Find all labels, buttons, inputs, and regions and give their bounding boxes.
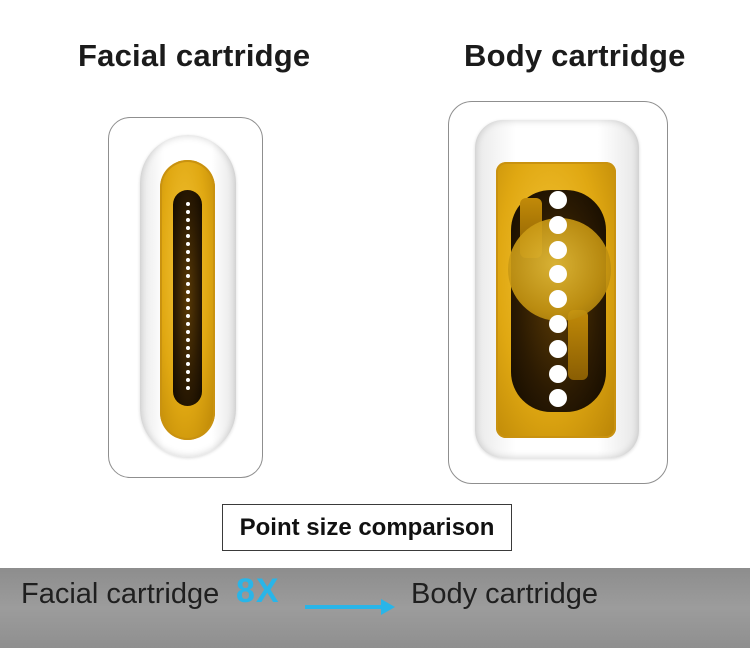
body-comparison-dot [471, 0, 490, 19]
facial-point-dot [186, 346, 190, 350]
facial-comparison-dot [232, 0, 238, 5]
body-point-dot [549, 339, 567, 358]
body-point-dot [549, 265, 567, 284]
facial-point-dot [186, 330, 190, 334]
facial-comparison-dot [144, 0, 150, 5]
body-comparison-dot [451, 0, 470, 19]
facial-comparison-dot [267, 0, 273, 5]
facial-comparison-dot [109, 0, 115, 5]
facial-point-dot [186, 290, 190, 294]
facial-comparison-dot [91, 0, 97, 5]
comparison-facial-label: Facial cartridge [21, 578, 220, 610]
body-comparison-dot [571, 0, 590, 19]
body-point-dot [549, 191, 567, 209]
body-comparison-dot [491, 0, 510, 19]
body-comparison-dot [611, 0, 630, 19]
body-comparison-dot [631, 0, 650, 19]
facial-point-dot [186, 266, 190, 270]
body-point-dot [549, 290, 567, 309]
body-cartridge-inner-bar-bottom [568, 310, 588, 380]
body-point-dot [549, 215, 567, 234]
title-body-cartridge: Body cartridge [464, 38, 686, 73]
facial-point-dot [186, 282, 190, 286]
facial-point-dot [186, 242, 190, 246]
facial-point-dot [186, 298, 190, 302]
facial-comparison-dot [127, 0, 132, 5]
facial-point-dot [186, 234, 190, 238]
facial-comparison-dot [215, 0, 220, 5]
facial-point-dot [186, 274, 190, 278]
facial-point-dot [186, 386, 190, 390]
facial-point-dot [186, 338, 190, 342]
point-size-caption: Point size comparison [222, 504, 512, 551]
comparison-body-label: Body cartridge [411, 578, 598, 610]
facial-comparison-dot [162, 0, 168, 5]
facial-point-dot [186, 218, 190, 222]
facial-point-dot [186, 250, 190, 254]
facial-comparison-dot [56, 0, 62, 5]
facial-point-dot [186, 306, 190, 310]
arrow-right-icon [305, 599, 395, 615]
point-size-caption-text: Point size comparison [239, 513, 495, 541]
comparison-multiplier: 8X [236, 572, 280, 610]
facial-point-dot [186, 322, 190, 326]
body-comparison-dot [591, 0, 610, 19]
body-point-dot [549, 389, 567, 408]
title-facial-cartridge: Facial cartridge [78, 38, 311, 73]
facial-comparison-dot [179, 0, 185, 5]
body-comparison-dot [531, 0, 550, 19]
facial-comparison-dot [197, 0, 203, 5]
facial-point-dot [186, 210, 190, 214]
facial-point-dot [186, 378, 190, 382]
body-comparison-dot [551, 0, 570, 19]
facial-comparison-dot [250, 0, 256, 5]
body-comparison-dot [431, 0, 450, 19]
facial-point-dot [186, 362, 190, 366]
facial-comparison-dot [74, 0, 80, 5]
body-comparison-dot [411, 0, 430, 19]
facial-point-dot [186, 370, 190, 374]
body-comparison-dot [511, 0, 530, 19]
body-point-dot [549, 240, 567, 259]
facial-point-dot [186, 226, 190, 230]
facial-point-dot [186, 314, 190, 318]
body-point-dot [549, 315, 567, 333]
body-point-dot [549, 364, 567, 383]
facial-point-dot [186, 354, 190, 358]
facial-comparison-dot [39, 0, 44, 5]
facial-point-dot [186, 202, 190, 206]
facial-point-dot [186, 258, 190, 262]
